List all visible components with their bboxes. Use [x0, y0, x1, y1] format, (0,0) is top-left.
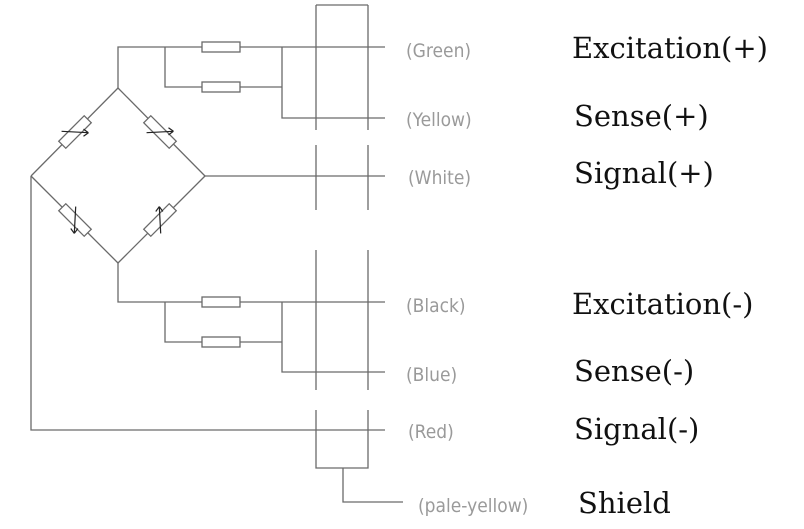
function-sense-plus: Sense(+) [574, 99, 709, 133]
function-excitation-plus: Excitation(+) [572, 31, 768, 65]
strain-gauge-top-right [142, 114, 178, 150]
function-sense-minus: Sense(-) [574, 354, 694, 388]
top-resistor-1 [201, 41, 241, 53]
strain-gauge-bottom-right [142, 202, 178, 238]
bottom-resistor-1 [201, 296, 241, 308]
top-compensation-network [117, 41, 385, 119]
function-shield: Shield [578, 486, 671, 520]
signal-minus-wire [30, 176, 385, 431]
wire-color-blue: (Blue) [406, 364, 457, 386]
shield-wire [342, 468, 403, 503]
strain-gauge-top-left [57, 114, 93, 150]
wire-color-white: (White) [408, 167, 471, 189]
function-excitation-minus: Excitation(-) [572, 287, 753, 321]
bottom-compensation-network [117, 263, 385, 373]
function-signal-minus: Signal(-) [574, 412, 699, 446]
wheatstone-bridge [30, 87, 206, 264]
wire-color-yellow: (Yellow) [406, 109, 472, 131]
top-resistor-2 [201, 81, 241, 93]
bottom-resistor-2 [201, 336, 241, 348]
strain-gauge-bottom-left [57, 202, 93, 238]
wire-color-pale-yellow: (pale-yellow) [418, 495, 528, 517]
wire-color-red: (Red) [408, 421, 454, 443]
wire-color-black: (Black) [406, 295, 466, 317]
function-signal-plus: Signal(+) [574, 156, 714, 190]
wire-color-green: (Green) [406, 40, 471, 62]
cable-connector [315, 4, 369, 469]
